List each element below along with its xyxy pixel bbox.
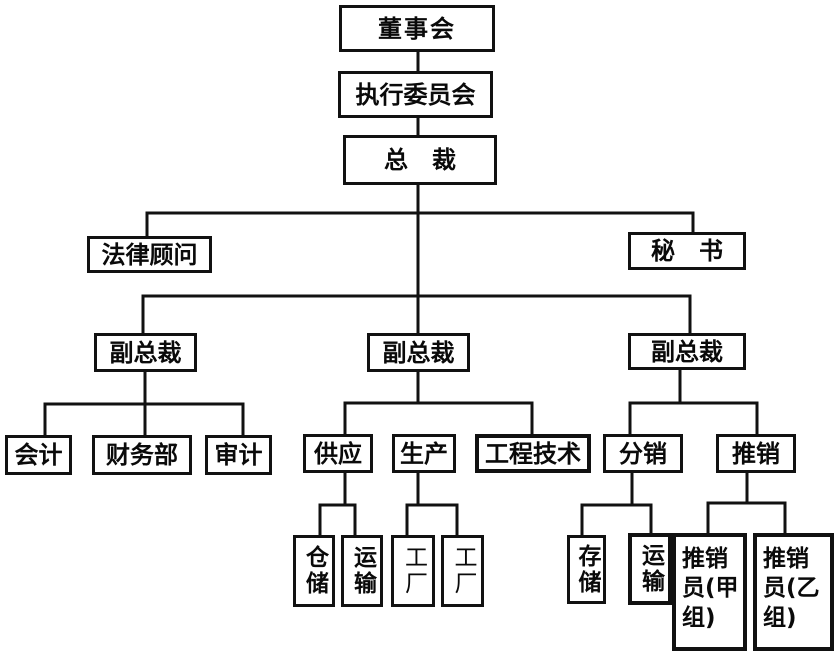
- node-president: 总 裁: [343, 135, 497, 185]
- node-audit: 审计: [205, 435, 272, 475]
- node-promotion: 推销: [716, 434, 796, 473]
- node-legal-counsel: 法律顾问: [87, 236, 212, 273]
- connector-supply-bar: [318, 503, 357, 537]
- node-transport: 运输: [341, 535, 383, 607]
- node-vp-operations: 副总裁: [367, 333, 470, 372]
- connector-distribution-bar: [580, 503, 653, 537]
- connector-vp-bar: [141, 294, 692, 335]
- node-sales-team-a: 推销员(甲组): [672, 533, 747, 651]
- node-factory: 工厂: [441, 535, 484, 607]
- node-sales-team-b: 推销员(乙组): [753, 533, 834, 651]
- connector-staff-bar: [145, 211, 695, 238]
- node-transport: 运输: [628, 533, 672, 605]
- connector-ops-bar: [343, 401, 534, 436]
- node-warehousing: 仓储: [293, 535, 335, 607]
- node-vp-finance: 副总裁: [94, 333, 197, 372]
- connector-production-bar: [405, 503, 459, 537]
- connector-promotion-bar: [706, 501, 787, 535]
- node-supply: 供应: [303, 434, 373, 473]
- node-factory: 工厂: [391, 535, 435, 607]
- node-finance-dept: 财务部: [92, 435, 192, 475]
- connector-sales-bar: [628, 401, 759, 436]
- node-storage: 存储: [567, 535, 606, 604]
- node-board: 董事会: [339, 5, 495, 52]
- node-vp-sales: 副总裁: [628, 333, 746, 370]
- node-secretary: 秘 书: [628, 232, 746, 270]
- node-accounting: 会计: [5, 435, 72, 475]
- node-distribution: 分销: [603, 434, 683, 473]
- node-exec-committee: 执行委员会: [338, 71, 493, 118]
- node-production: 生产: [392, 434, 456, 473]
- node-engineering: 工程技术: [475, 434, 591, 473]
